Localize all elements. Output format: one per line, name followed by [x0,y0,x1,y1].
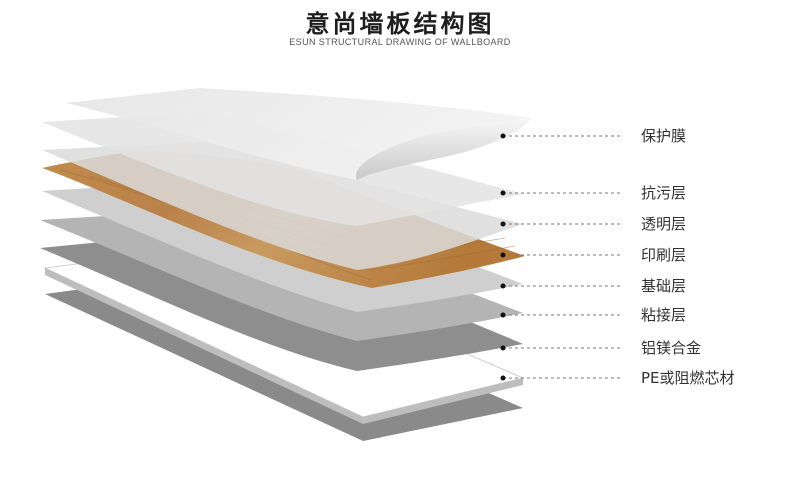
label-printing: 印刷层 [641,246,687,264]
leader-lines [503,135,622,379]
leader-dot-6 [500,345,506,351]
leader-dot-5 [500,312,506,318]
page-title: 意尚墙板结构图 [305,10,495,38]
film-curl [355,118,532,180]
label-base: 基础层 [641,277,687,295]
leader-dot-7 [500,375,506,381]
label-anti-fouling: 抗污层 [641,184,687,202]
leader-dot-0 [500,133,506,139]
leader-dot-1 [500,190,506,196]
label-transparent: 透明层 [641,215,687,233]
leader-dot-3 [500,252,506,258]
leader-dot-2 [500,221,506,227]
label-alloy: 铝镁合金 [641,339,702,357]
layer-protective-film [66,88,532,180]
layer-anti-fouling [42,112,523,226]
page-subtitle: ESUN STRUCTURAL DRAWING OF WALLBOARD [289,37,511,47]
label-pe-core: PE或阻燃芯材 [641,369,735,387]
label-adhesive: 粘接层 [641,306,687,324]
label-protective-film: 保护膜 [641,127,687,145]
leader-dot-4 [500,283,506,289]
